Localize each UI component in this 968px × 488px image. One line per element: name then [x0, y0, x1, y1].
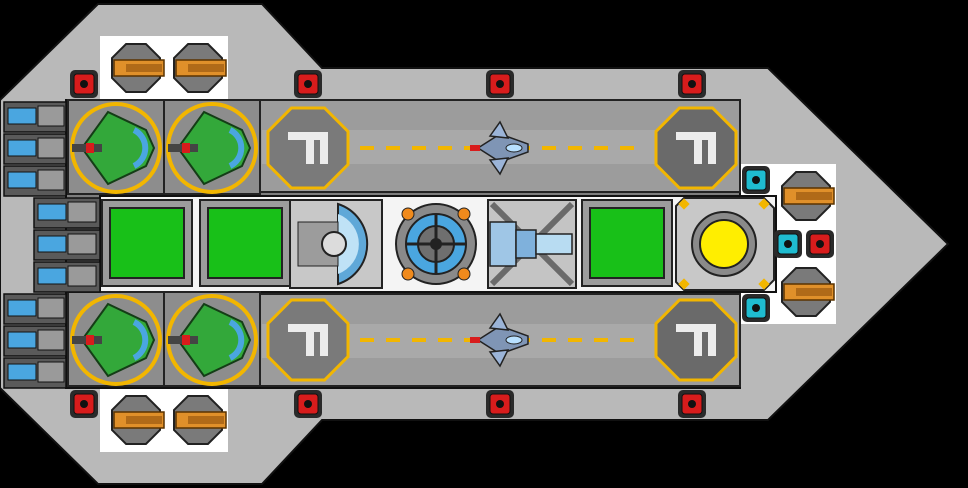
system-node[interactable] — [806, 230, 834, 258]
landing-pad[interactable] — [266, 298, 350, 382]
engine-drive[interactable] — [163, 291, 261, 387]
thruster — [33, 261, 101, 293]
system-node[interactable] — [294, 70, 322, 98]
fighter-bottom[interactable] — [470, 312, 529, 368]
system-node[interactable] — [742, 294, 770, 322]
system-node[interactable] — [70, 70, 98, 98]
shield-module[interactable] — [395, 203, 477, 285]
thruster — [3, 101, 67, 133]
system-node[interactable] — [486, 70, 514, 98]
thruster — [3, 357, 67, 389]
system-node[interactable] — [742, 166, 770, 194]
green-panel[interactable] — [199, 199, 291, 287]
engine-drive[interactable] — [163, 99, 261, 195]
thruster — [3, 325, 67, 357]
reactor-module[interactable] — [675, 197, 775, 291]
system-node[interactable] — [70, 390, 98, 418]
green-panel[interactable] — [101, 199, 193, 287]
thruster — [3, 133, 67, 165]
weapon-turret[interactable] — [781, 267, 835, 317]
system-node[interactable] — [678, 390, 706, 418]
landing-pad[interactable] — [654, 298, 738, 382]
system-node[interactable] — [678, 70, 706, 98]
landing-pad[interactable] — [266, 106, 350, 190]
landing-pad[interactable] — [654, 106, 738, 190]
blue-drive-module[interactable] — [487, 199, 577, 289]
thruster — [3, 165, 67, 197]
system-node[interactable] — [774, 230, 802, 258]
weapon-turret[interactable] — [173, 395, 227, 445]
engine-drive[interactable] — [67, 291, 165, 387]
thruster — [3, 293, 67, 325]
green-panel[interactable] — [581, 199, 673, 287]
thruster — [33, 229, 101, 261]
dome-module[interactable] — [289, 199, 383, 289]
fighter-top[interactable] — [470, 120, 529, 176]
system-node[interactable] — [486, 390, 514, 418]
weapon-turret[interactable] — [111, 43, 165, 93]
system-node[interactable] — [294, 390, 322, 418]
weapon-turret[interactable] — [111, 395, 165, 445]
weapon-turret[interactable] — [173, 43, 227, 93]
weapon-turret[interactable] — [781, 171, 835, 221]
engine-drive[interactable] — [67, 99, 165, 195]
thruster — [33, 197, 101, 229]
